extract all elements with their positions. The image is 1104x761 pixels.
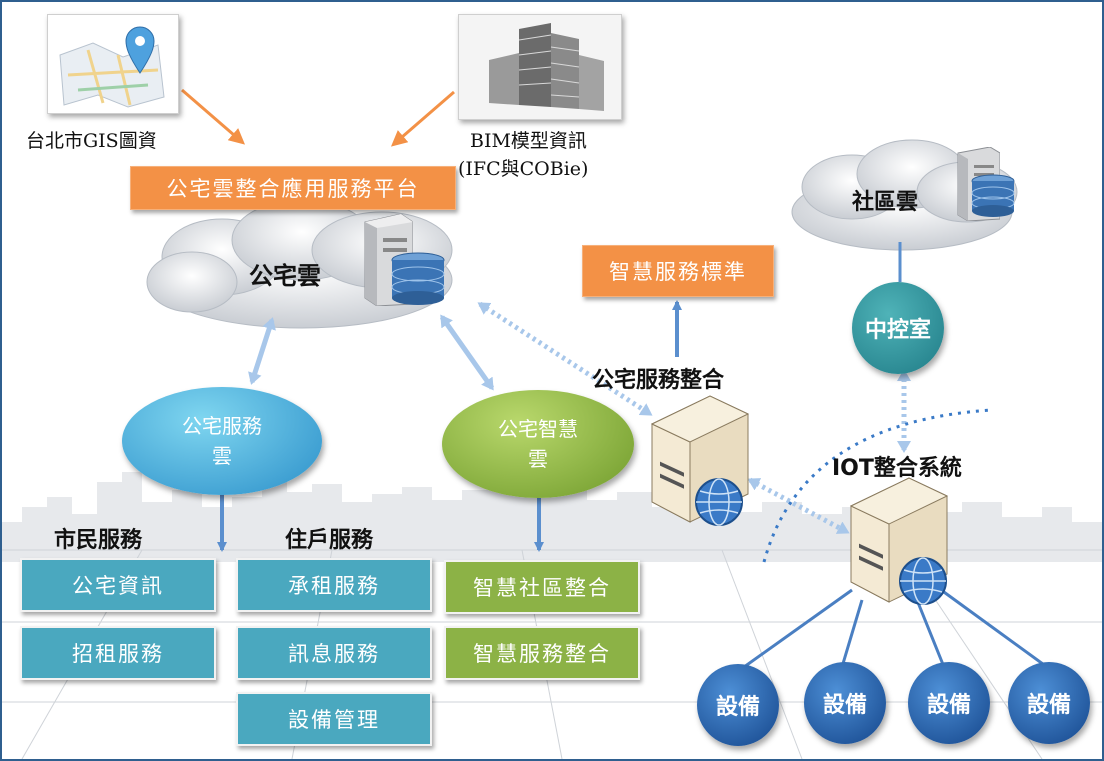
device-circle: 設備 bbox=[697, 664, 779, 746]
smart-standard-box: 智慧服務標準 bbox=[582, 245, 774, 297]
smart-housing-cloud-label: 公宅智慧 雲 bbox=[498, 417, 578, 471]
bim-arrow bbox=[390, 90, 455, 147]
gis-label: 台北市GIS圖資 bbox=[26, 130, 157, 152]
bim-thumbnail bbox=[458, 14, 622, 120]
citizen-item-rental-recruitment: 招租服務 bbox=[20, 626, 216, 680]
community-cloud-label: 社區雲 bbox=[852, 190, 919, 215]
community-cloud-shape bbox=[791, 139, 1018, 251]
globe-icon bbox=[899, 557, 947, 605]
device-circle: 設備 bbox=[804, 662, 886, 744]
wireless-arc bbox=[762, 408, 993, 563]
smart-item-community: 智慧社區整合 bbox=[444, 560, 640, 614]
database-icon bbox=[971, 174, 1015, 217]
device-circle: 設備 bbox=[1008, 662, 1090, 744]
resident-services-title: 住戶服務 bbox=[285, 528, 374, 553]
globe-icon bbox=[695, 478, 743, 526]
cloud-service-link bbox=[248, 317, 276, 385]
bim-label-line2: (IFC與COBie) bbox=[458, 158, 589, 180]
skyline bbox=[2, 472, 1102, 562]
gis-arrow bbox=[181, 88, 246, 145]
public-housing-service-cloud: 公宅服務 雲 bbox=[122, 387, 322, 495]
cloud-integration-link bbox=[477, 301, 653, 417]
resident-item-messages: 訊息服務 bbox=[236, 626, 432, 680]
resident-item-equipment: 設備管理 bbox=[236, 692, 432, 746]
platform-box: 公宅雲整合應用服務平台 bbox=[130, 166, 456, 210]
bim-label-line1: BIM模型資訊 bbox=[470, 130, 587, 152]
smart-item-services: 智慧服務整合 bbox=[444, 626, 640, 680]
device-circle: 設備 bbox=[908, 662, 990, 744]
citizen-item-housing-info: 公宅資訊 bbox=[20, 558, 216, 612]
integration-iot-link bbox=[747, 477, 850, 535]
public-housing-service-cloud-label: 公宅服務 雲 bbox=[182, 414, 262, 468]
control-room-circle: 中控室 bbox=[852, 282, 944, 374]
iot-label: IOT整合系統 bbox=[832, 456, 962, 481]
cloud-smart-link bbox=[439, 314, 495, 391]
integration-label: 公宅服務整合 bbox=[592, 368, 725, 393]
integration-server-icon bbox=[650, 395, 750, 523]
database-icon bbox=[391, 252, 445, 305]
resident-item-tenancy: 承租服務 bbox=[236, 558, 432, 612]
building-model-icon bbox=[459, 15, 621, 119]
citizen-services-title: 市民服務 bbox=[54, 528, 143, 553]
gis-thumbnail bbox=[47, 14, 179, 114]
device-lines bbox=[736, 585, 1048, 674]
smart-housing-cloud: 公宅智慧 雲 bbox=[442, 390, 634, 498]
map-pin-icon bbox=[59, 26, 165, 108]
main-cloud-label: 公宅雲 bbox=[249, 262, 321, 290]
